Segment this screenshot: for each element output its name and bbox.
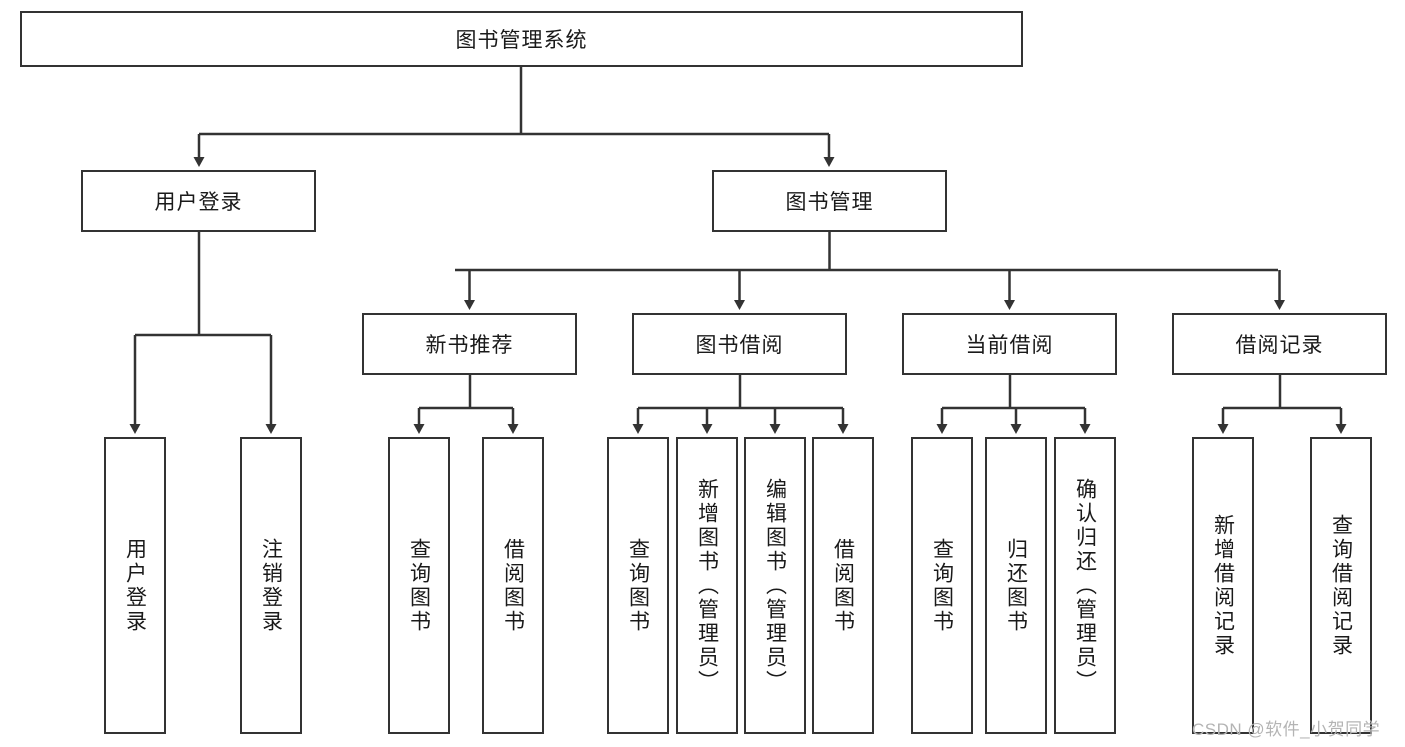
node-label: 图书管理系统 (455, 29, 588, 52)
node-label: 注销登录 (259, 537, 283, 634)
node-label: 当前借阅 (965, 334, 1054, 357)
node-leaf-confirm-return-admin[interactable]: 确认归还（管理员） (1054, 437, 1116, 734)
node-label: 图书管理 (785, 191, 874, 214)
node-leaf-query-borrow-record[interactable]: 查询借阅记录 (1310, 437, 1372, 734)
node-book-management[interactable]: 图书管理 (712, 170, 947, 232)
node-leaf-query-book-3[interactable]: 查询图书 (911, 437, 973, 734)
node-label: 查询图书 (407, 537, 431, 634)
node-current-borrow[interactable]: 当前借阅 (902, 313, 1117, 375)
node-label: 新增借阅记录 (1211, 513, 1235, 658)
node-label: 新增图书（管理员） (695, 477, 719, 694)
node-label: 用户登录 (123, 537, 147, 634)
node-label: 编辑图书（管理员） (763, 477, 787, 694)
node-label: 确认归还（管理员） (1073, 477, 1097, 694)
node-label: 借阅图书 (831, 537, 855, 634)
node-label: 查询图书 (626, 537, 650, 634)
connector-group (129, 67, 1347, 434)
node-borrow-record[interactable]: 借阅记录 (1172, 313, 1387, 375)
node-leaf-return-book[interactable]: 归还图书 (985, 437, 1047, 734)
node-book-management-system[interactable]: 图书管理系统 (20, 11, 1023, 67)
node-leaf-add-book-admin[interactable]: 新增图书（管理员） (676, 437, 738, 734)
node-label: 借阅记录 (1235, 334, 1324, 357)
node-label: 查询图书 (930, 537, 954, 634)
node-leaf-edit-book-admin[interactable]: 编辑图书（管理员） (744, 437, 806, 734)
node-leaf-borrow-book-1[interactable]: 借阅图书 (482, 437, 544, 734)
node-leaf-add-borrow-record[interactable]: 新增借阅记录 (1192, 437, 1254, 734)
node-book-borrow[interactable]: 图书借阅 (632, 313, 847, 375)
node-leaf-borrow-book-2[interactable]: 借阅图书 (812, 437, 874, 734)
node-leaf-user-login[interactable]: 用户登录 (104, 437, 166, 734)
node-leaf-query-book-2[interactable]: 查询图书 (607, 437, 669, 734)
csdn-watermark: CSDN @软件_小贺同学 (1192, 720, 1381, 739)
node-label: 查询借阅记录 (1329, 513, 1353, 658)
node-label: 图书借阅 (695, 334, 784, 357)
node-label: 新书推荐 (425, 334, 514, 357)
node-label: 归还图书 (1004, 537, 1028, 634)
node-new-book-recommend[interactable]: 新书推荐 (362, 313, 577, 375)
node-user-login[interactable]: 用户登录 (81, 170, 316, 232)
node-label: 借阅图书 (501, 537, 525, 634)
node-leaf-query-book-1[interactable]: 查询图书 (388, 437, 450, 734)
node-leaf-logout-login[interactable]: 注销登录 (240, 437, 302, 734)
node-label: 用户登录 (154, 191, 243, 214)
